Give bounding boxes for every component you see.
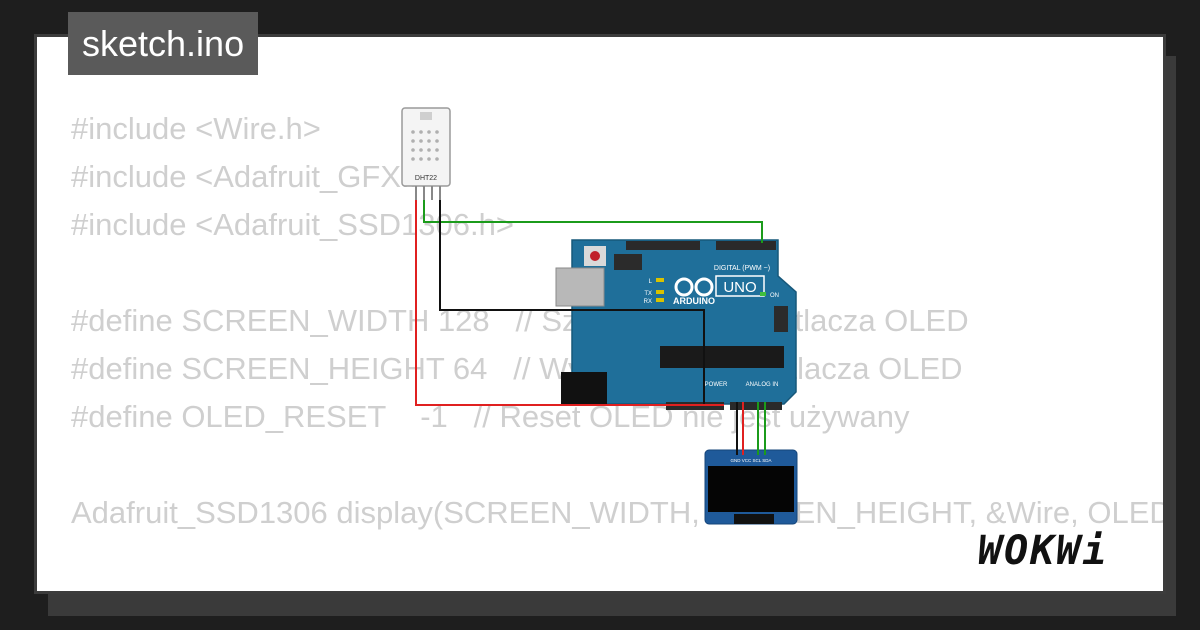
led-rx-label: RX xyxy=(644,299,652,305)
board-model: UNO xyxy=(723,279,756,296)
power-label: POWER xyxy=(705,382,728,388)
file-title-tab: sketch.ino xyxy=(68,12,259,75)
code-line: Adafruit_SSD1306 display(SCREEN_WIDTH, S… xyxy=(71,495,1163,530)
oled-pin-labels: GND VCC SCL SDA xyxy=(730,458,771,463)
board-brand: ARDUINO xyxy=(673,296,715,306)
led-l-label: L xyxy=(649,279,653,285)
analog-label: ANALOG IN xyxy=(746,382,779,388)
dht22-sensor[interactable]: DHT22 xyxy=(401,107,451,200)
oled-display[interactable]: GND VCC SCL SDA xyxy=(704,449,798,525)
on-label: ON xyxy=(770,293,779,299)
arduino-infinity-icon xyxy=(674,277,714,297)
code-line: #include <Wire.h> xyxy=(71,111,321,146)
wires xyxy=(415,200,766,455)
digital-header-label: DIGITAL (PWM ~) xyxy=(714,265,770,272)
arduino-uno-board[interactable]: DIGITAL (PWM ~) L TX RX ARDUINO UNO ON P… xyxy=(555,239,797,410)
code-line: #include <Adafruit_SSD1306.h> xyxy=(71,207,514,242)
led-tx-label: TX xyxy=(644,291,652,297)
wokwi-logo: WOKWi xyxy=(978,528,1109,574)
sensor-label: DHT22 xyxy=(415,175,437,182)
